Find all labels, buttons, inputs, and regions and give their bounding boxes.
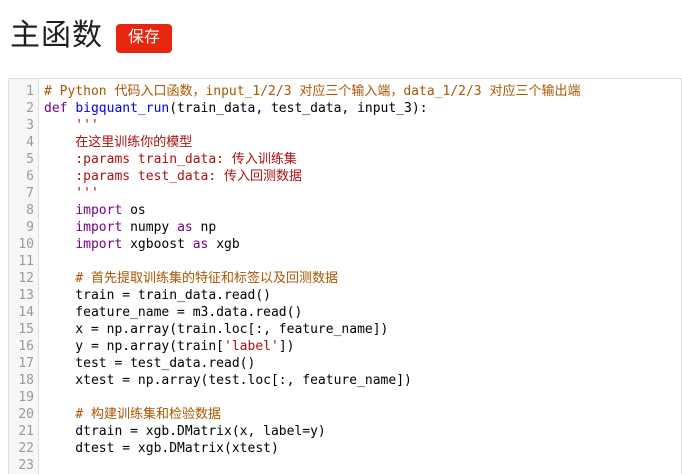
line-number: 23	[18, 458, 34, 473]
code-line: # 构建训练集和检验数据	[44, 406, 681, 423]
line-number: 8	[26, 203, 34, 218]
code-token-plain: ])	[278, 339, 295, 354]
code-line: import xgboost as xgb	[44, 236, 681, 253]
line-number: 19	[18, 390, 34, 405]
line-number: 17	[18, 356, 34, 371]
code-token-str: 在这里训练你的模型	[44, 135, 193, 150]
code-token-str: :params test_data: 传入回测数据	[44, 169, 303, 184]
code-line: # Python 代码入口函数，input_1/2/3 对应三个输入端，data…	[44, 83, 681, 100]
code-token-plain	[44, 203, 75, 218]
code-token-plain: train = train_data.read()	[44, 288, 271, 303]
code-token-com: # Python 代码入口函数，input_1/2/3 对应三个输入端，data…	[44, 84, 581, 99]
code-line: :params test_data: 传入回测数据	[44, 168, 681, 185]
line-number: 10	[18, 237, 34, 252]
line-number: 13	[18, 288, 34, 303]
line-number: 12	[18, 271, 34, 286]
line-number: 2	[26, 101, 34, 116]
line-number: 11	[18, 254, 34, 269]
code-token-plain	[44, 237, 75, 252]
code-token-kw: import	[75, 220, 123, 235]
code-line: '''	[44, 185, 681, 202]
line-number: 15	[18, 322, 34, 337]
code-line: import numpy as np	[44, 219, 681, 236]
code-line: xtest = np.array(test.loc[:, feature_nam…	[44, 372, 681, 389]
code-line: feature_name = m3.data.read()	[44, 304, 681, 321]
line-number: 1	[26, 84, 34, 99]
code-line: y = np.array(train['label'])	[44, 338, 681, 355]
code-token-plain: dtrain = xgb.DMatrix(x, label=y)	[44, 424, 326, 439]
code-token-str: :params train_data: 传入训练集	[44, 152, 297, 167]
code-token-str: 'label'	[224, 339, 279, 354]
line-number: 6	[26, 169, 34, 184]
code-token-kw: def	[44, 101, 68, 116]
line-number: 21	[18, 424, 34, 439]
code-line: '''	[44, 117, 681, 134]
code-line: import os	[44, 202, 681, 219]
code-token-plain: dtest = xgb.DMatrix(xtest)	[44, 441, 279, 456]
code-line	[44, 389, 681, 406]
code-area[interactable]: # Python 代码入口函数，input_1/2/3 对应三个输入端，data…	[39, 79, 681, 474]
line-number: 16	[18, 339, 34, 354]
code-line: def bigquant_run(train_data, test_data, …	[44, 100, 681, 117]
line-number: 20	[18, 407, 34, 422]
code-token-plain: xgboost	[122, 237, 193, 252]
line-number: 9	[26, 220, 34, 235]
code-token-plain	[44, 407, 75, 422]
line-number: 22	[18, 441, 34, 456]
code-token-plain: np	[192, 220, 217, 235]
code-token-def: bigquant_run	[75, 101, 170, 116]
code-token-kw: import	[75, 237, 123, 252]
code-line: x = np.array(train.loc[:, feature_name])	[44, 321, 681, 338]
save-button[interactable]: 保存	[116, 23, 173, 53]
code-token-plain: numpy	[122, 220, 178, 235]
line-number: 4	[26, 135, 34, 150]
code-token-plain: test = test_data.read()	[44, 356, 256, 371]
code-token-plain: os	[122, 203, 146, 218]
line-number: 3	[26, 118, 34, 133]
code-token-plain	[44, 220, 75, 235]
code-token-plain: xtest = np.array(test.loc[:, feature_nam…	[44, 373, 412, 388]
code-line: dtrain = xgb.DMatrix(x, label=y)	[44, 423, 681, 440]
header: 主函数 保存	[0, 0, 682, 60]
code-line: :params train_data: 传入训练集	[44, 151, 681, 168]
code-token-com: # 首先提取训练集的特征和标签以及回测数据	[75, 271, 338, 286]
code-token-str: '''	[44, 186, 99, 201]
code-line: dtest = xgb.DMatrix(xtest)	[44, 440, 681, 457]
line-number: 7	[26, 186, 34, 201]
code-line: train = train_data.read()	[44, 287, 681, 304]
code-line: # 首先提取训练集的特征和标签以及回测数据	[44, 270, 681, 287]
code-token-kw: as	[177, 220, 193, 235]
line-number: 14	[18, 305, 34, 320]
code-line: test = test_data.read()	[44, 355, 681, 372]
code-token-kw: as	[192, 237, 209, 252]
code-line	[44, 457, 681, 474]
code-token-str: '''	[44, 118, 99, 133]
line-number: 18	[18, 373, 34, 388]
code-line: 在这里训练你的模型	[44, 134, 681, 151]
code-token-com: # 构建训练集和检验数据	[75, 407, 221, 422]
code-token-plain	[44, 271, 75, 286]
code-token-plain: xgb	[208, 237, 240, 252]
code-token-plain: y = np.array(train[	[44, 339, 225, 354]
code-token-plain: feature_name = m3.data.read()	[44, 305, 303, 320]
code-token-kw: import	[75, 203, 123, 218]
page-title: 主函数	[10, 19, 103, 52]
code-token-plain: (train_data, test_data, input_3):	[169, 101, 428, 116]
line-number: 5	[26, 152, 34, 167]
code-token-plain: x = np.array(train.loc[:, feature_name])	[44, 322, 389, 337]
code-line	[44, 253, 681, 270]
